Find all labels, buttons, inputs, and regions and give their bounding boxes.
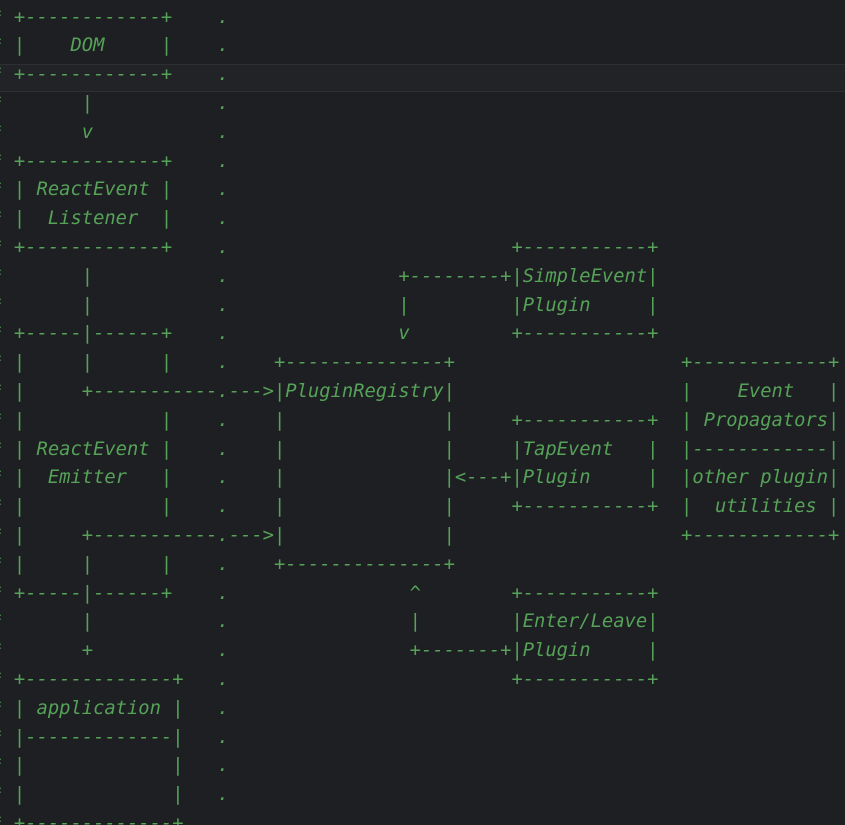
code-line[interactable]: * | DOM | .	[0, 35, 229, 57]
code-line[interactable]: * | | . | | +-----------+ | Propagators|	[0, 409, 840, 431]
code-line[interactable]: * | | . | | +-----------+ | utilities |	[0, 496, 840, 518]
code-line[interactable]: * +------------+ .	[0, 6, 229, 28]
code-line[interactable]: * | . | |Plugin |	[0, 294, 659, 316]
code-line[interactable]: * v .	[0, 121, 229, 143]
code-line[interactable]: * | ReactEvent | .	[0, 179, 229, 201]
code-line[interactable]: * | | .	[0, 784, 229, 806]
code-line[interactable]: * | . +--------+|SimpleEvent|	[0, 265, 659, 287]
code-line[interactable]: * | | | . +--------------+	[0, 553, 455, 575]
code-line[interactable]: * | Emitter | . | |<---+|Plugin | |other…	[0, 467, 840, 489]
code-line[interactable]: * +------------+ .	[0, 150, 229, 172]
code-line[interactable]: * +------------+ .	[0, 64, 229, 86]
code-line[interactable]: * | application | .	[0, 697, 229, 719]
code-line[interactable]: * +------------+ . +-----------+	[0, 236, 659, 258]
code-line[interactable]: * | +-----------.--->| | +------------+	[0, 524, 840, 546]
code-line[interactable]: * +-------------+ . +-----------+	[0, 668, 659, 690]
code-line[interactable]: * |-------------| .	[0, 726, 229, 748]
code-line[interactable]: * +-------------+ .	[0, 812, 229, 825]
code-line[interactable]: * | Listener | .	[0, 208, 229, 230]
code-line[interactable]: * | +-----------.--->|PluginRegistry| | …	[0, 380, 840, 402]
ascii-diagram-comment-block: * +------------+ . * | DOM | . * +------…	[0, 4, 839, 825]
code-line[interactable]: * | .	[0, 92, 229, 114]
code-line[interactable]: * +-----|------+ . v +-----------+	[0, 323, 659, 345]
code-line[interactable]: * +-----|------+ . ^ +-----------+	[0, 582, 659, 604]
code-line[interactable]: * + . +-------+|Plugin |	[0, 640, 659, 662]
code-line[interactable]: * | . | |Enter/Leave|	[0, 611, 659, 633]
code-line[interactable]: * | | | . +--------------+ +------------…	[0, 352, 840, 374]
code-line[interactable]: * | | .	[0, 755, 229, 777]
code-line[interactable]: * | ReactEvent | . | | |TapEvent | |----…	[0, 438, 840, 460]
